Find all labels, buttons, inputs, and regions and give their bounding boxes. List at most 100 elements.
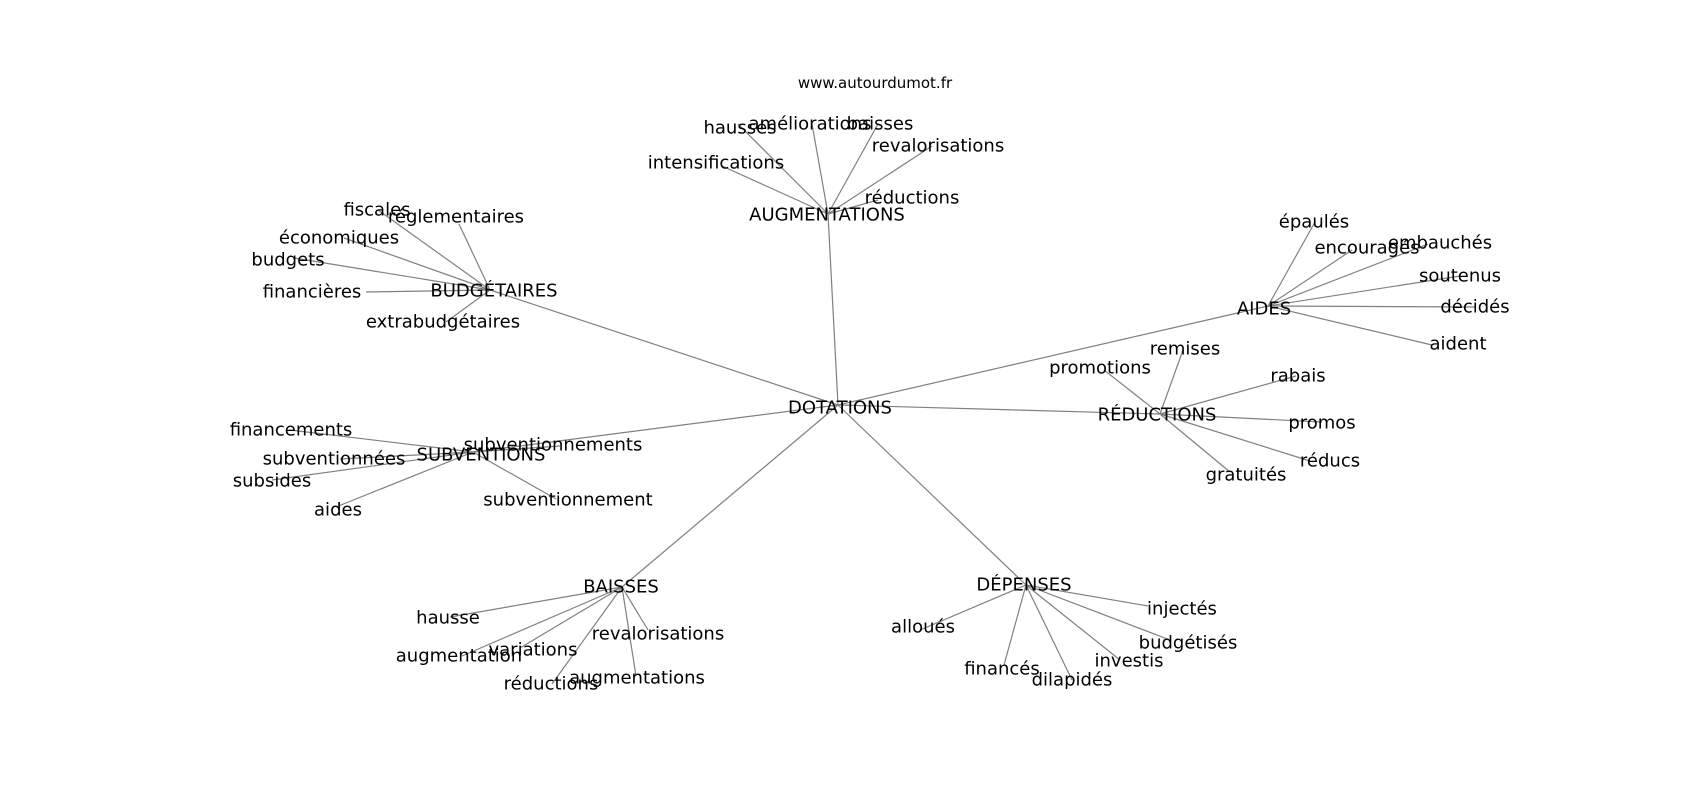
leaf-node: promotions bbox=[1049, 358, 1151, 379]
graph-edge bbox=[1267, 243, 1429, 307]
graph-edge bbox=[919, 584, 1027, 631]
graph-edge bbox=[1103, 369, 1161, 415]
graph-edge bbox=[1159, 375, 1297, 415]
graph-edge bbox=[1025, 584, 1149, 607]
graph-edge bbox=[827, 123, 879, 215]
leaf-node: alloués bbox=[891, 617, 955, 638]
graph-edge bbox=[1025, 584, 1073, 681]
graph-edge bbox=[1267, 249, 1353, 307]
graph-edge bbox=[293, 257, 491, 291]
leaf-node: aident bbox=[1430, 334, 1487, 355]
leaf-node: financés bbox=[964, 659, 1040, 680]
graph-edge bbox=[343, 237, 491, 291]
hub-node: AIDES bbox=[1237, 299, 1291, 320]
graph-edge bbox=[461, 586, 623, 657]
leaf-node: soutenus bbox=[1419, 266, 1501, 287]
leaf-node: budgets bbox=[251, 250, 324, 271]
leaf-node: investis bbox=[1095, 651, 1164, 672]
graph-edge bbox=[472, 445, 561, 453]
leaf-node: budgétisés bbox=[1139, 633, 1238, 654]
graph-edge bbox=[827, 145, 933, 215]
graph-edge bbox=[445, 289, 491, 323]
graph-edge bbox=[1025, 584, 1171, 641]
leaf-node: gratuités bbox=[1206, 465, 1287, 486]
leaf-node: subventionnements bbox=[464, 435, 643, 456]
graph-edge bbox=[1003, 584, 1027, 666]
leaf-node: aides bbox=[314, 500, 362, 521]
leaf-node: épaulés bbox=[1279, 212, 1349, 233]
graph-edge bbox=[737, 123, 829, 215]
graph-edge bbox=[1267, 305, 1476, 308]
leaf-node: financements bbox=[230, 420, 353, 441]
leaf-node: subventionnées bbox=[263, 449, 406, 470]
leaf-node: réductions bbox=[504, 674, 599, 695]
leaf-node: améliorations bbox=[749, 114, 872, 135]
leaf-node: réducs bbox=[1300, 451, 1360, 472]
leaf-node: financières bbox=[263, 282, 362, 303]
graph-edge bbox=[489, 289, 839, 406]
hub-node: SUBVENTIONS bbox=[417, 445, 546, 466]
graph-edge bbox=[472, 404, 839, 453]
graph-edge bbox=[1267, 305, 1433, 346]
hub-node: BUDGÉTAIRES bbox=[430, 280, 557, 302]
graph-edge bbox=[1159, 413, 1311, 462]
graph-edge bbox=[1267, 275, 1461, 307]
graph-edge bbox=[621, 404, 839, 588]
leaf-node: revalorisations bbox=[872, 136, 1004, 157]
graph-edge bbox=[721, 165, 829, 215]
graph-edge bbox=[335, 451, 474, 508]
leaf-node: revalorisations bbox=[592, 624, 724, 645]
leaf-node: réductions bbox=[865, 188, 960, 209]
leaf-node: rabais bbox=[1270, 366, 1325, 387]
graph-edge bbox=[1159, 413, 1323, 423]
graph-edge bbox=[472, 451, 557, 500]
graph-edge bbox=[1025, 584, 1121, 661]
graph-edge bbox=[339, 451, 474, 460]
leaf-node: remises bbox=[1150, 339, 1220, 360]
leaf-node: économiques bbox=[279, 228, 399, 249]
leaf-node: embauchés bbox=[1388, 233, 1492, 254]
leaf-node: fiscales bbox=[343, 200, 410, 221]
graph-edge bbox=[827, 199, 879, 215]
leaf-node: subventionnement bbox=[483, 490, 652, 511]
graph-edge bbox=[1267, 221, 1316, 307]
leaf-node: injectés bbox=[1147, 599, 1217, 620]
graph-edge bbox=[837, 305, 1269, 406]
graph-edge bbox=[811, 123, 829, 215]
graph-edge bbox=[827, 213, 839, 406]
leaf-node: encouragés bbox=[1314, 238, 1419, 259]
graph-edge bbox=[365, 289, 491, 293]
leaf-node: dilapidés bbox=[1032, 670, 1113, 691]
leaf-node: décidés bbox=[1440, 297, 1509, 318]
leaf-node: réglementaires bbox=[388, 207, 524, 228]
site-label: www.autourdumot.fr bbox=[798, 74, 953, 92]
graph-edge bbox=[837, 404, 1027, 586]
graph-edge bbox=[458, 223, 491, 291]
hub-node: RÉDUCTIONS bbox=[1098, 404, 1217, 426]
leaf-node: subsides bbox=[233, 471, 311, 492]
graph-edge bbox=[621, 586, 649, 631]
hub-node: BAISSES bbox=[583, 577, 659, 598]
graph-edge bbox=[377, 209, 491, 291]
leaf-node: augmentation bbox=[396, 646, 522, 667]
root-node: DOTATIONS bbox=[788, 398, 892, 419]
graph-edge bbox=[837, 404, 1161, 415]
edges-layer bbox=[271, 123, 1476, 685]
leaf-node: intensifications bbox=[648, 153, 784, 174]
leaf-node: extrabudgétaires bbox=[366, 312, 520, 333]
leaf-node: baisses bbox=[847, 114, 914, 135]
leaf-node: promos bbox=[1288, 413, 1355, 434]
graph-edge bbox=[621, 586, 637, 677]
graph-edge bbox=[449, 586, 623, 618]
graph-edge bbox=[1159, 349, 1184, 415]
graph-edge bbox=[551, 586, 623, 685]
graph-edge bbox=[1159, 413, 1231, 473]
leaf-node: hausses bbox=[703, 118, 776, 139]
graph-edge bbox=[271, 451, 474, 481]
graph-edge bbox=[519, 586, 623, 649]
leaf-node: variations bbox=[489, 640, 578, 661]
hub-node: AUGMENTATIONS bbox=[749, 205, 905, 226]
leaf-node: augmentations bbox=[569, 668, 705, 689]
graph-edge bbox=[289, 429, 474, 453]
